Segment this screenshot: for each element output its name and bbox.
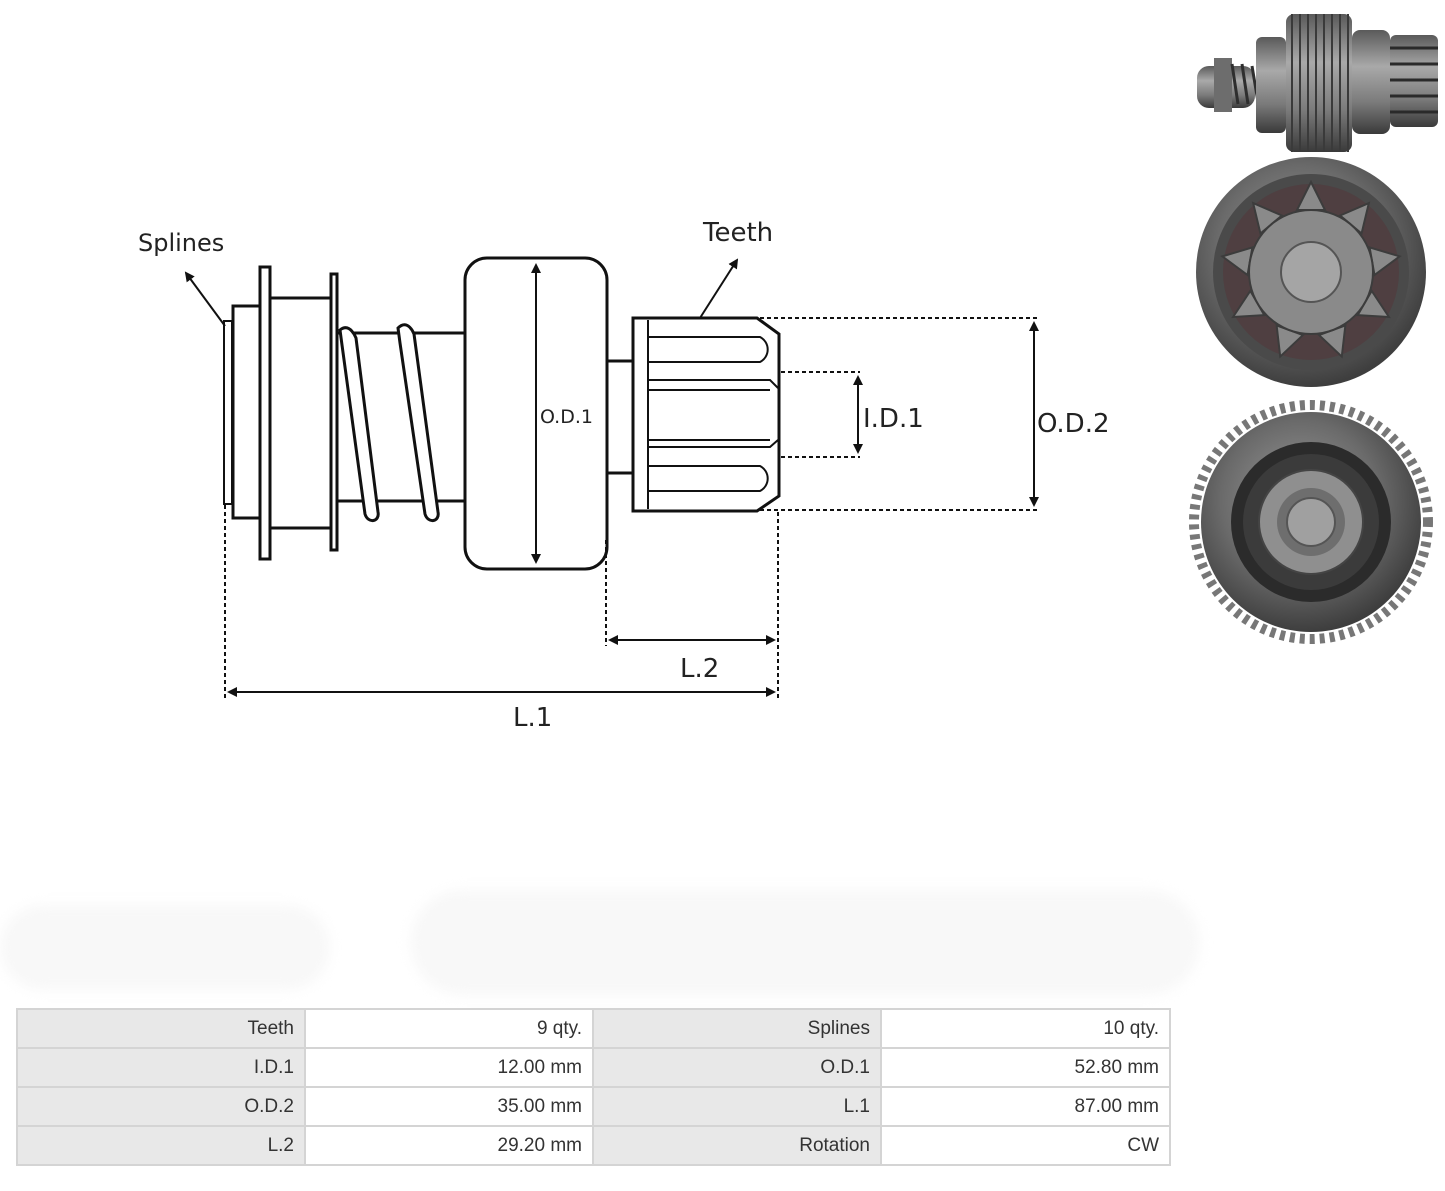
spring-coil-1 — [338, 326, 380, 522]
pinion-teeth-lines — [647, 320, 779, 509]
part-outline — [223, 256, 781, 571]
od1-label: O.D.1 — [540, 406, 593, 428]
spec-value-l2: 29.20 mm — [304, 1125, 594, 1166]
l1-label: L.1 — [513, 703, 552, 733]
spec-value-teeth: 9 qty. — [304, 1008, 594, 1049]
od2-label: O.D.2 — [1037, 409, 1110, 439]
spec-key-l1: L.1 — [592, 1086, 882, 1127]
spec-value-l1: 87.00 mm — [880, 1086, 1171, 1127]
spline-hub — [231, 304, 262, 520]
table-row: Teeth 9 qty. Splines 10 qty. — [16, 1008, 1171, 1049]
ring-gear-end-photo — [1189, 400, 1433, 644]
faint-background-shape-1 — [0, 905, 330, 990]
spec-key-od2: O.D.2 — [16, 1086, 306, 1127]
splines-leader-arrow — [184, 271, 226, 327]
table-row: L.2 29.20 mm Rotation CW — [16, 1125, 1171, 1166]
spec-value-splines: 10 qty. — [880, 1008, 1171, 1049]
clutch-body — [268, 296, 335, 530]
pinion-body — [631, 316, 781, 513]
spline-end-cap — [223, 320, 233, 505]
spec-value-rotation: CW — [880, 1125, 1171, 1166]
table-row: O.D.2 35.00 mm L.1 87.00 mm — [16, 1086, 1171, 1127]
spec-key-id1: I.D.1 — [16, 1047, 306, 1088]
spring-coil-2 — [396, 323, 440, 522]
side-view-photo — [1197, 14, 1438, 152]
teeth-label: Teeth — [702, 218, 773, 248]
spec-key-rotation: Rotation — [592, 1125, 882, 1166]
spec-key-l2: L.2 — [16, 1125, 306, 1166]
pinion-end-photo — [1196, 157, 1426, 387]
starter-drive-diagram: Splines Teeth O.D.1 I.D.1 O.D.2 L.2 L.1 — [138, 14, 1438, 733]
spec-value-id1: 12.00 mm — [304, 1047, 594, 1088]
spec-key-splines: Splines — [592, 1008, 882, 1049]
pinion-teeth-photo — [1220, 179, 1402, 359]
pinion-neck — [605, 359, 635, 475]
teeth-leader-arrow — [699, 258, 739, 319]
spec-table: Teeth 9 qty. Splines 10 qty. I.D.1 12.00… — [16, 1008, 1171, 1166]
spec-value-od2: 35.00 mm — [304, 1086, 594, 1127]
table-row: I.D.1 12.00 mm O.D.1 52.80 mm — [16, 1047, 1171, 1088]
id1-label: I.D.1 — [863, 404, 924, 434]
spec-value-od1: 52.80 mm — [880, 1047, 1171, 1088]
faint-background-shape-2 — [410, 890, 1200, 995]
spec-key-od1: O.D.1 — [592, 1047, 882, 1088]
dimension-lines — [224, 263, 1039, 698]
splines-label: Splines — [138, 229, 224, 257]
spec-key-teeth: Teeth — [16, 1008, 306, 1049]
l2-label: L.2 — [680, 654, 719, 684]
